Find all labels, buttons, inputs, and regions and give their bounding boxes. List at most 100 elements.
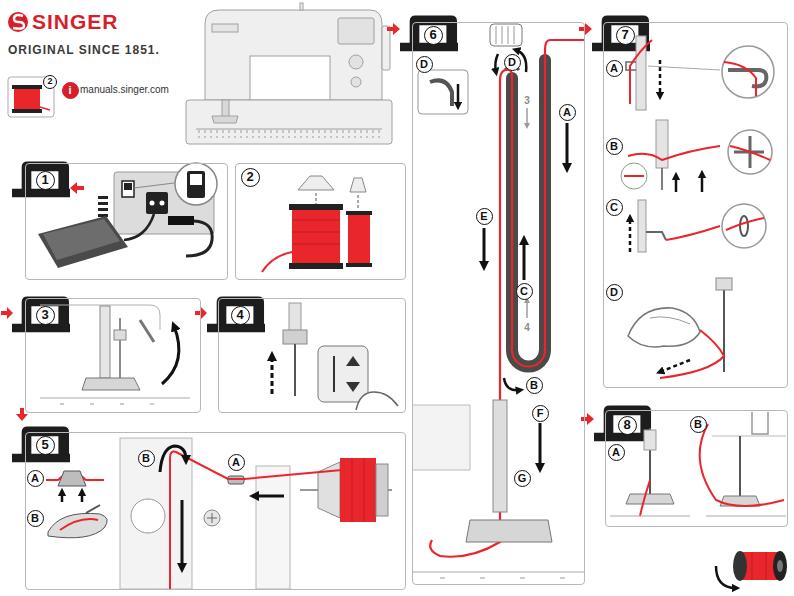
thread-path-illustration xyxy=(504,378,520,390)
upper-threading-illustration xyxy=(207,513,217,523)
step-number: 3 xyxy=(36,306,55,325)
bobbin-illustration xyxy=(773,551,787,581)
spool-illustration xyxy=(350,178,366,192)
step-badge xyxy=(1,307,13,319)
step-badge xyxy=(70,182,84,194)
web-address: manuals.singer.com xyxy=(80,84,169,96)
machine-illustration xyxy=(186,100,392,144)
needle-threading-illustration xyxy=(724,62,756,96)
step-number: 1 xyxy=(36,171,55,190)
power-socket-illustration xyxy=(134,183,174,188)
callout-letter: B xyxy=(138,450,155,467)
needle-position-illustration xyxy=(356,392,398,410)
spool-illustration xyxy=(346,263,372,267)
machine-illustration xyxy=(250,56,330,100)
upper-threading-illustration xyxy=(86,505,100,513)
needle-threading-illustration xyxy=(628,146,720,160)
needle-threading-illustration xyxy=(722,46,774,98)
bobbin-illustration xyxy=(716,566,736,588)
callout-letter: B xyxy=(27,510,44,527)
upper-threading-illustration xyxy=(61,492,64,502)
step-number: 7 xyxy=(616,26,635,45)
step-panel: 5 xyxy=(25,432,406,590)
thread-path-illustration xyxy=(490,24,522,46)
thread-path-illustration xyxy=(466,520,552,542)
presser-foot-illustration xyxy=(40,398,190,399)
callout-letter: A xyxy=(606,60,623,77)
brand-title: SINGER xyxy=(32,10,119,33)
spool-icon xyxy=(12,85,42,89)
spool-illustration xyxy=(358,195,359,208)
callout-letter: C xyxy=(606,199,623,216)
step-badge xyxy=(195,307,207,319)
power-socket-illustration xyxy=(187,171,205,198)
machine-illustration xyxy=(186,3,392,144)
machine-illustration xyxy=(196,130,382,138)
thread-path-illustration xyxy=(413,572,584,573)
needle-threading-illustration xyxy=(624,175,644,177)
step-panel: 1 xyxy=(25,163,228,280)
power-socket-illustration xyxy=(38,216,128,268)
step-number: 4 xyxy=(231,306,250,325)
callout-letter: F xyxy=(532,405,549,422)
sequence-number: 4 xyxy=(523,322,531,333)
step-number: 6 xyxy=(424,26,443,45)
machine-illustration xyxy=(382,26,390,70)
upper-threading-illustration xyxy=(131,499,165,533)
needle-threading-illustration xyxy=(726,218,764,230)
step-badge xyxy=(12,162,70,198)
upper-threading-illustration xyxy=(48,513,107,537)
upper-threading-illustration xyxy=(46,438,392,589)
presser-foot-illustration xyxy=(60,404,154,405)
upper-threading-illustration xyxy=(204,510,220,526)
thread-path-illustration xyxy=(412,405,470,470)
power-socket-illustration xyxy=(146,192,168,214)
thread-pull-illustration xyxy=(752,412,768,434)
thread-pull-illustration xyxy=(644,430,656,450)
step-badge xyxy=(12,297,70,333)
callout-number: 2 xyxy=(43,75,57,89)
spool-illustration xyxy=(292,220,340,244)
power-socket-illustration xyxy=(190,174,202,185)
upper-threading-illustration xyxy=(160,446,186,472)
needle-position-illustration xyxy=(272,303,398,410)
step-badge xyxy=(387,23,400,35)
brand-logo xyxy=(13,15,24,29)
upper-threading-illustration xyxy=(170,452,342,589)
thread-path-illustration xyxy=(430,40,585,557)
needle-position-illustration xyxy=(283,330,307,344)
needle-threading-illustration xyxy=(648,66,720,70)
thread-path-illustration xyxy=(496,26,514,44)
callout-letter: D xyxy=(606,284,623,301)
step-number: 5 xyxy=(36,436,55,455)
upper-threading-illustration xyxy=(256,466,290,589)
needle-threading-illustration xyxy=(661,168,663,190)
needle-position-illustration xyxy=(318,346,368,402)
presser-foot-illustration xyxy=(140,320,154,342)
upper-threading-illustration xyxy=(352,458,364,522)
thread-path-illustration xyxy=(418,70,468,114)
thread-path-illustration xyxy=(526,108,528,126)
power-socket-illustration xyxy=(98,214,108,217)
callout-letter: B xyxy=(606,138,623,155)
needle-position-illustration xyxy=(346,356,360,366)
needle-threading-illustration xyxy=(701,174,704,192)
spool-illustration xyxy=(298,176,334,190)
thread-path-illustration xyxy=(566,123,569,168)
callout-letter: D xyxy=(504,54,521,71)
power-socket-illustration xyxy=(122,181,134,197)
power-socket-illustration xyxy=(175,163,217,205)
callout-letter: E xyxy=(476,208,493,225)
thread-pull-illustration xyxy=(610,412,786,516)
bobbin-illustration xyxy=(716,551,787,588)
callout-letter: A xyxy=(559,104,576,121)
needle-threading-illustration xyxy=(630,40,652,104)
bobbin-illustration xyxy=(777,560,783,572)
thread-path-illustration xyxy=(430,80,452,106)
bobbin-illustration xyxy=(733,551,747,581)
thread-pull-illustration xyxy=(700,424,784,506)
callout-letter: B xyxy=(526,377,543,394)
thread-path-illustration xyxy=(523,240,526,280)
power-socket-illustration xyxy=(186,221,212,256)
bobbin-illustration xyxy=(752,552,766,580)
